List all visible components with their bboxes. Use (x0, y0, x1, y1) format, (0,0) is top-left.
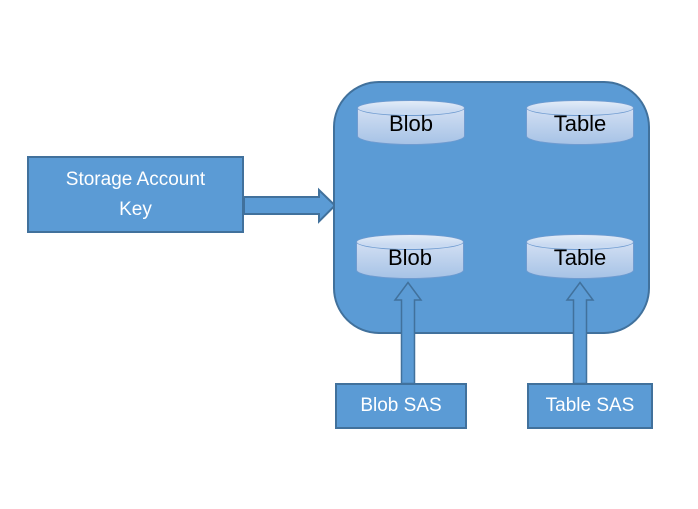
cylinder-label: Blob (388, 111, 434, 136)
storage-account-key-label: Storage Account Key (65, 168, 206, 220)
cylinder-top-ellipse (526, 234, 634, 250)
blob-sas-label: Blob SAS (360, 395, 442, 416)
blob-storage-cylinder-top: Blob (357, 100, 465, 145)
cylinder-label: Blob (387, 245, 433, 270)
arrow-up-icon-table-sas (565, 281, 595, 385)
table-sas-label: Table SAS (545, 395, 635, 416)
cylinder-top-ellipse (357, 100, 465, 116)
arrow-right-icon (243, 187, 337, 224)
cylinder-label: Table (553, 111, 607, 136)
arrow-up-shape (393, 281, 423, 385)
cylinder-label: Table (553, 245, 607, 270)
table-sas-box: Table SAS (527, 383, 653, 429)
cylinder-top-ellipse (526, 100, 634, 116)
blob-storage-cylinder-bottom: Blob (356, 234, 464, 279)
storage-account-key-box: Storage Account Key (27, 156, 244, 233)
table-storage-cylinder-bottom: Table (526, 234, 634, 279)
arrow-up-icon-blob-sas (393, 281, 423, 385)
cylinder-top-ellipse (356, 234, 464, 250)
table-storage-cylinder-top: Table (526, 100, 634, 145)
arrow-right-shape (243, 187, 337, 224)
blob-sas-box: Blob SAS (335, 383, 467, 429)
arrow-up-shape (565, 281, 595, 385)
